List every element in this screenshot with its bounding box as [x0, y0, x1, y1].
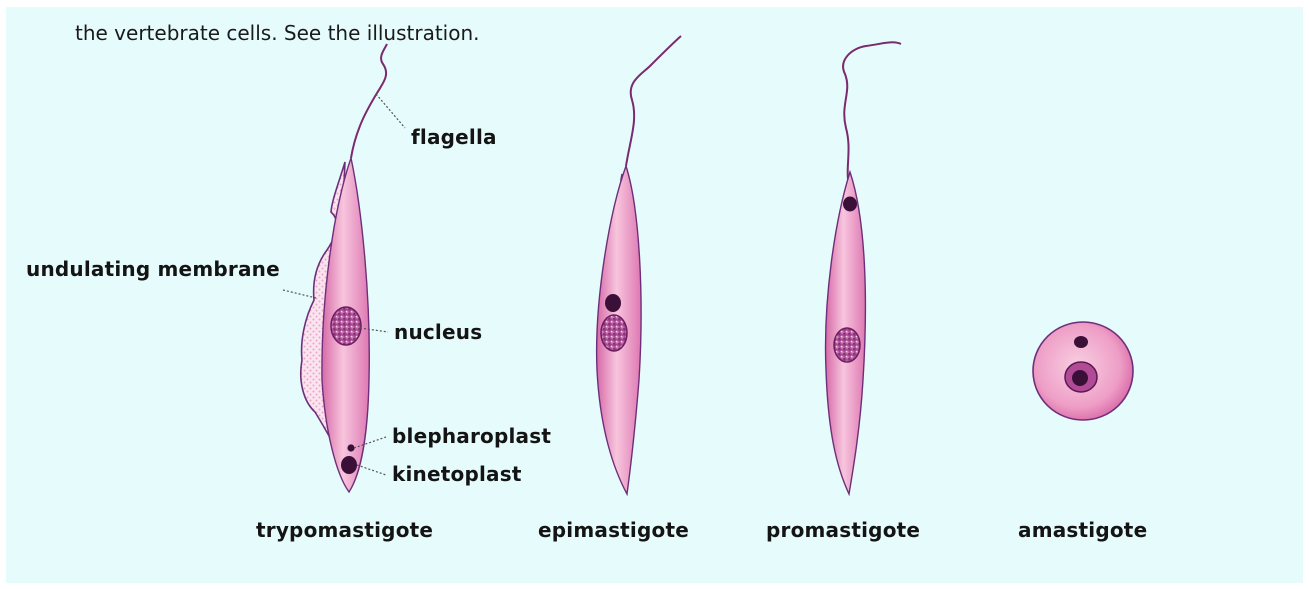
stage-label-promastigote: promastigote	[766, 518, 920, 542]
epimastigote-nucleus	[601, 315, 627, 351]
promastigote-nucleus	[834, 328, 860, 362]
epimastigote-cell	[597, 36, 681, 494]
stage-label-amastigote: amastigote	[1018, 518, 1147, 542]
promastigote-kinetoplast	[843, 197, 857, 212]
trypomastigote-blepharoplast	[347, 444, 354, 451]
label-blepharoplast: blepharoplast	[392, 424, 551, 448]
amastigote-nucleus	[1065, 362, 1097, 392]
label-flagella: flagella	[411, 125, 497, 149]
amastigote-kinetoplast	[1074, 336, 1088, 348]
intro-text: the vertebrate cells. See the illustrati…	[75, 21, 480, 45]
epimastigote-kinetoplast	[605, 294, 621, 312]
promastigote-cell	[826, 42, 901, 494]
stage-label-trypomastigote: trypomastigote	[256, 518, 433, 542]
stage-label-epimastigote: epimastigote	[538, 518, 689, 542]
kinetoplast-leader	[357, 465, 386, 475]
label-undulating-membrane: undulating membrane	[26, 257, 280, 281]
label-kinetoplast: kinetoplast	[392, 462, 522, 486]
trypomastigote-nucleus	[331, 307, 361, 345]
label-nucleus: nucleus	[394, 320, 482, 344]
amastigote-cell	[1033, 322, 1133, 420]
promastigote-flagellum	[843, 42, 901, 186]
membrane-leader	[283, 290, 316, 298]
flagella-leader	[376, 94, 405, 128]
trypomastigote-cell	[301, 44, 387, 492]
trypomastigote-kinetoplast	[341, 456, 357, 474]
epimastigote-flagellum	[626, 36, 681, 166]
